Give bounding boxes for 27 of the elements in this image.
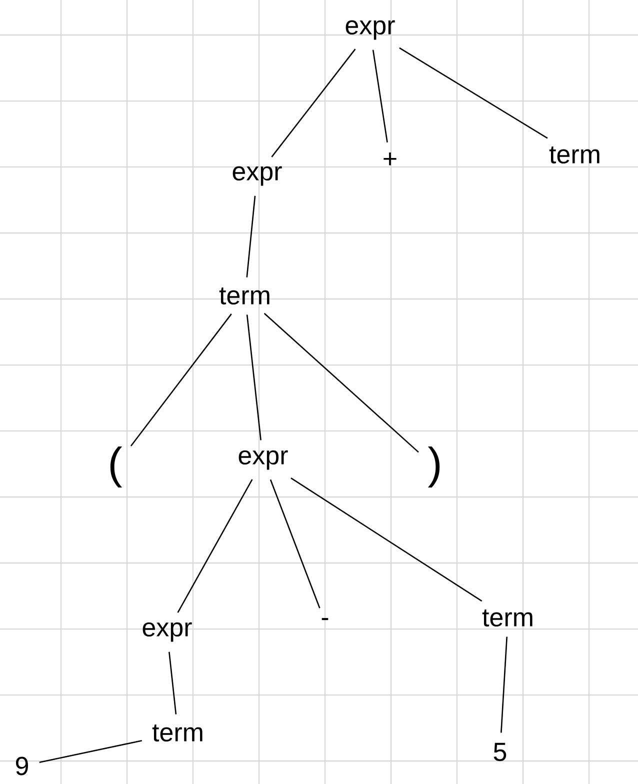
tree-line xyxy=(130,314,232,446)
tree-symbol: expr xyxy=(142,622,192,642)
tree-line xyxy=(39,740,142,763)
tree-line xyxy=(177,479,253,613)
tree-line xyxy=(168,652,177,714)
tree-symbol: expr xyxy=(232,166,282,186)
tree-line xyxy=(246,314,262,440)
tree-symbol: - xyxy=(322,618,328,620)
tree-symbol: + xyxy=(384,152,396,166)
tree-symbol: term xyxy=(152,724,202,742)
tree-line xyxy=(246,196,256,278)
tree-symbol: ) xyxy=(428,446,440,488)
tree-line xyxy=(264,312,419,453)
tree-line xyxy=(399,47,548,139)
tree-line xyxy=(290,478,482,602)
tree-symbol: expr xyxy=(346,20,395,40)
tree-symbol: 5 xyxy=(494,742,506,762)
tree-symbol: term xyxy=(549,146,600,164)
tree-symbol: 9 xyxy=(16,756,28,776)
tree-line xyxy=(271,48,356,158)
tree-symbol: expr xyxy=(238,450,288,470)
tree-line xyxy=(500,636,508,733)
tree-line xyxy=(270,479,320,608)
tree-line xyxy=(372,50,388,142)
tree-symbol: ( xyxy=(110,446,122,488)
tree-symbol: term xyxy=(219,287,270,305)
tree-symbol: term xyxy=(482,609,532,627)
